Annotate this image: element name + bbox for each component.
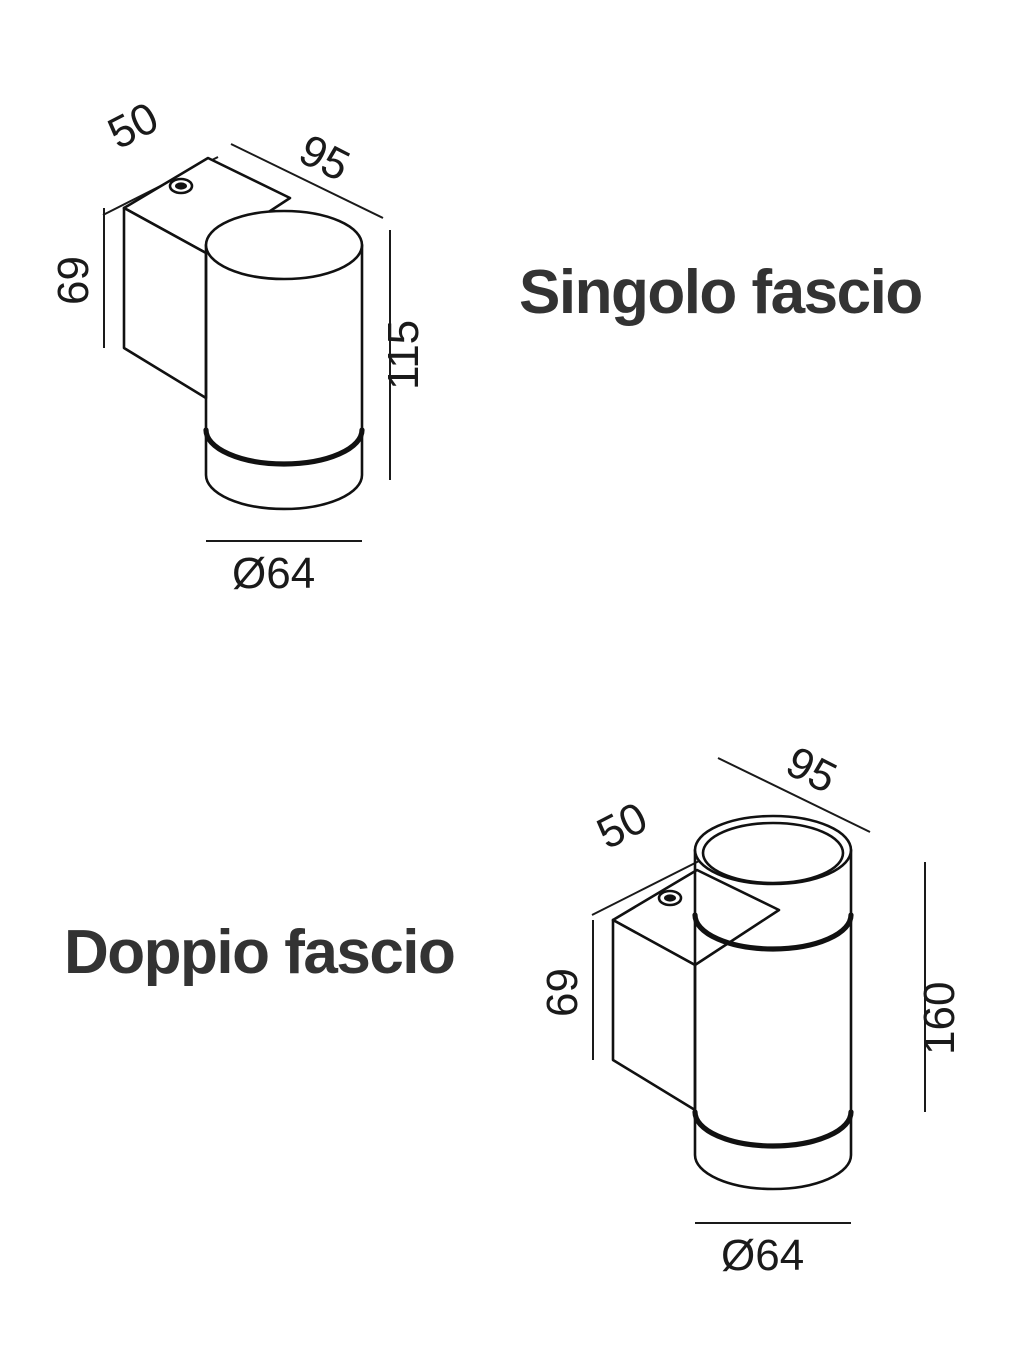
dimension-total-height-115: 115: [379, 230, 428, 480]
dimension-diameter-64: Ø64: [695, 1222, 851, 1280]
dimension-diameter-64: Ø64: [206, 540, 362, 598]
wall-bracket: [122, 156, 292, 400]
bezel-ring: [203, 427, 365, 467]
dimension-diameter-64-label: Ø64: [232, 549, 315, 598]
figure-singolo-fascio: 50 95 69 115: [49, 93, 428, 598]
dimension-bracket-height-69-label: 69: [49, 256, 98, 305]
dimension-bracket-height-69: 69: [49, 208, 105, 348]
dimension-diameter-64-label: Ø64: [721, 1231, 804, 1280]
screw-detail: [168, 177, 194, 195]
dimension-bracket-height-69-label: 69: [538, 968, 587, 1017]
dimension-depth-50-label: 50: [589, 793, 655, 859]
dimension-total-height-115-label: 115: [379, 320, 428, 390]
lower-bezel-ring: [692, 1109, 854, 1149]
screw-detail: [657, 889, 683, 907]
cylinder-top-cap: [204, 209, 364, 281]
dimension-bracket-height-69: 69: [538, 920, 594, 1060]
product-title-singolo-fascio: Singolo fascio: [519, 258, 923, 327]
product-title-doppio-fascio: Doppio fascio: [64, 918, 456, 987]
figure-doppio-fascio: 95 50 69 160: [538, 737, 964, 1280]
dimension-depth-50-label: 50: [100, 93, 166, 159]
cylinder-body: [203, 209, 365, 511]
upper-bezel-ring: [692, 912, 854, 952]
cylinder-body: [692, 814, 854, 1191]
dimension-total-height-160: 160: [915, 862, 964, 1112]
cylinder-top-aperture-inner: [701, 821, 845, 885]
dimension-total-height-160-label: 160: [915, 982, 964, 1055]
dimension-width-95-label: 95: [291, 125, 357, 191]
